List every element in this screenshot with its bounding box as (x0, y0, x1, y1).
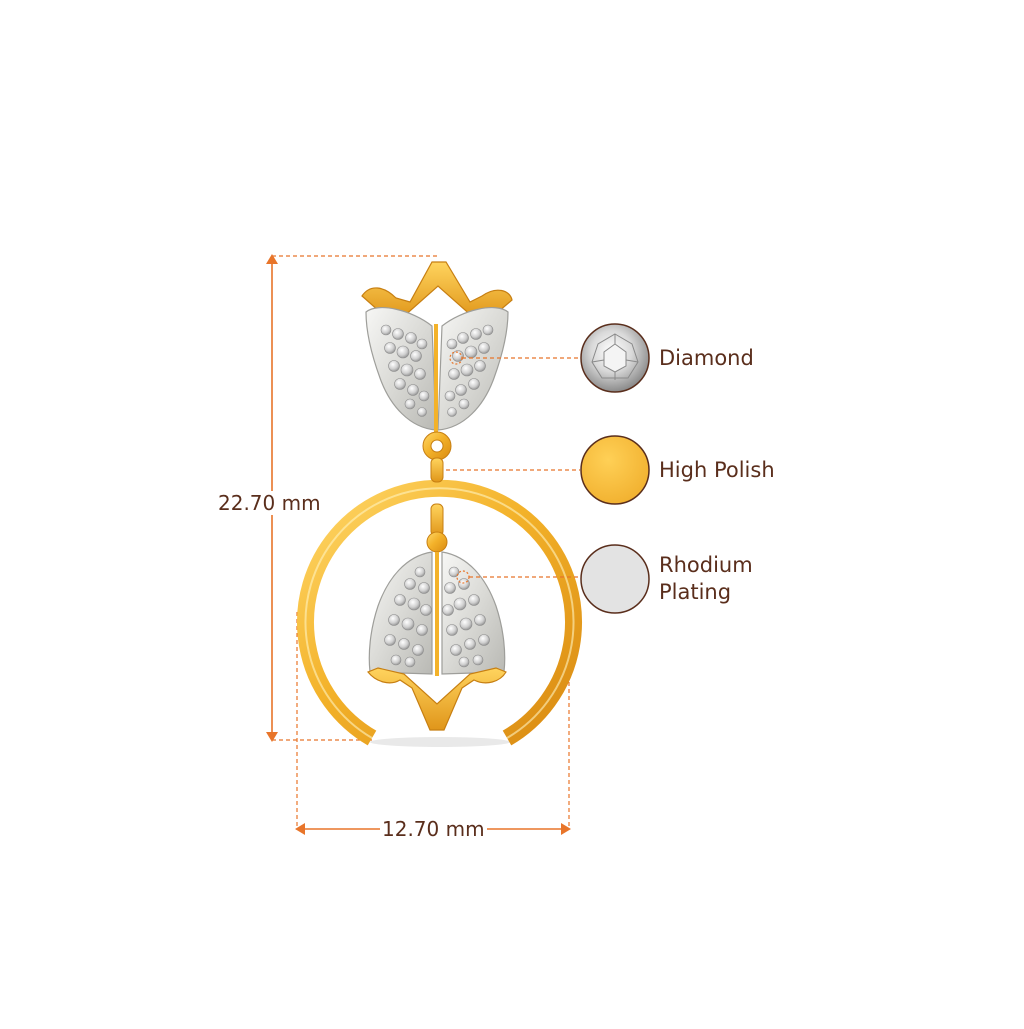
bottom-right-petal (441, 551, 506, 675)
high-polish-label: High Polish (659, 458, 775, 482)
top-jump-ring (430, 457, 444, 483)
earring-illustration (297, 261, 582, 747)
shadow (370, 737, 510, 747)
gold-hoop-highlight (304, 487, 575, 739)
top-connector-hole (430, 439, 444, 453)
lower-connector-ring (426, 531, 448, 553)
arrow-up-icon (266, 254, 278, 264)
callout-leaders (446, 351, 580, 584)
arrow-down-icon (266, 732, 278, 742)
width-dimension-label: 12.70 mm (380, 817, 487, 841)
bottom-gold-frame (367, 667, 507, 731)
diamond-icon (591, 333, 639, 380)
lower-jump-ring (430, 503, 444, 537)
height-dimension-label: 22.70 mm (218, 491, 321, 515)
rhodium-plating-label: Rhodium Plating (659, 553, 753, 604)
arrow-left-icon (295, 823, 305, 835)
bottom-pave-stones (384, 566, 490, 668)
top-pave-stones (380, 324, 494, 417)
diamond-label: Diamond (659, 346, 754, 370)
rhodium-swatch (580, 544, 650, 614)
arrow-right-icon (561, 823, 571, 835)
diamond-swatch (580, 323, 650, 393)
bottom-left-petal (368, 551, 433, 675)
high-polish-swatch (580, 435, 650, 505)
